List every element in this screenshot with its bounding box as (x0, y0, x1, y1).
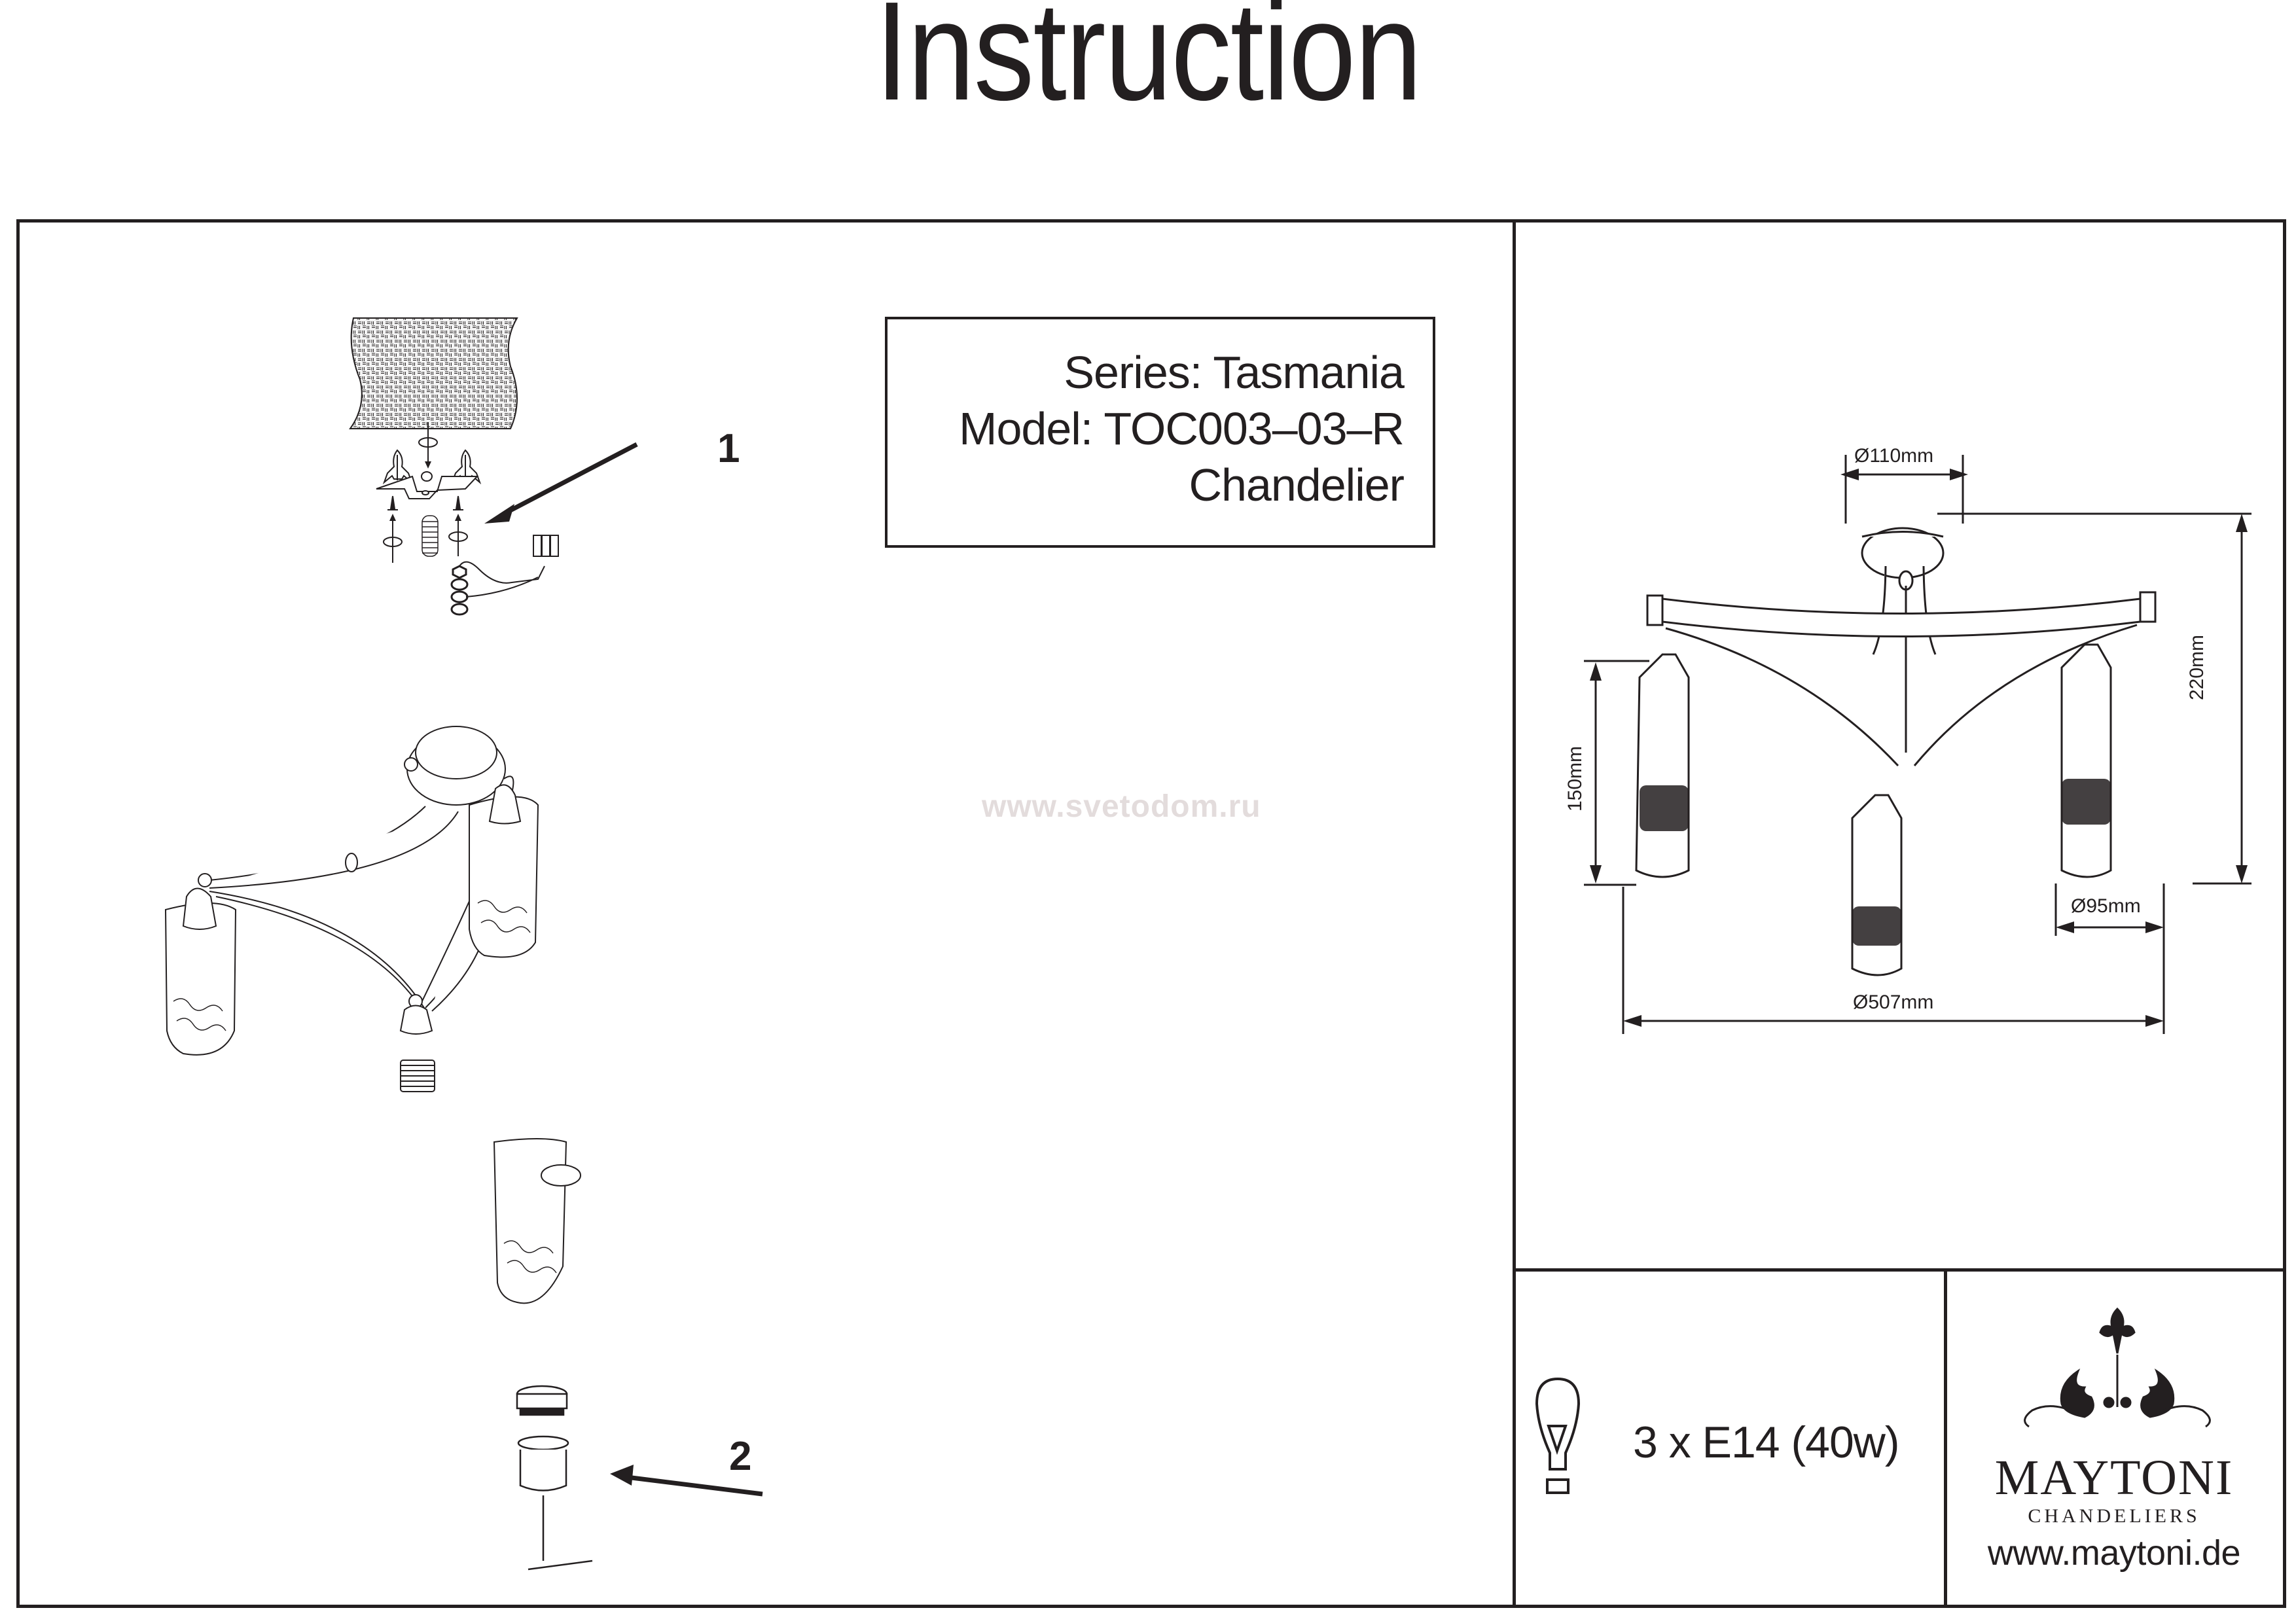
model-label: Model: TOC003–03–R (959, 403, 1405, 454)
shade-ornament-icon (173, 900, 557, 1274)
spec-divider (1944, 1270, 1947, 1607)
horizontal-divider (1514, 1268, 2285, 1272)
total-diameter-label: Ø507mm (1853, 991, 1934, 1013)
light-bulb-icon (1535, 1377, 1581, 1494)
product-type-label: Chandelier (1189, 459, 1405, 510)
outer-frame (16, 219, 2286, 1608)
step-number-2: 2 (729, 1434, 752, 1479)
brand-url[interactable]: www.maytoni.de (1987, 1533, 2241, 1573)
series-label: Series: Tasmania (1064, 347, 1405, 398)
step-number-1: 1 (717, 426, 740, 471)
shade-ornament-icon (1640, 779, 2111, 946)
rotate-arrow-icon (383, 518, 468, 563)
brand-name: MAYTONI (1994, 1450, 2234, 1505)
ceiling-icon (349, 317, 518, 429)
product-info-box: Series: Tasmania Model: TOC003–03–R Chan… (885, 317, 1435, 548)
total-height-label: 220mm (2186, 634, 2208, 700)
screw-icon (387, 495, 463, 510)
bulb-spec: 3 x E14 (40w) (1633, 1418, 1900, 1467)
step-1-arrow (484, 442, 638, 524)
rotate-arrow-icon (418, 422, 438, 461)
wire-terminal-icon (459, 535, 559, 597)
shade-left-icon (1635, 653, 1690, 878)
maytoni-ornament-icon (2024, 1307, 2211, 1428)
page-title: Instruction (874, 0, 1422, 130)
canopy-diameter-label: Ø110mm (1854, 445, 1934, 467)
wall-plug-icon (382, 449, 414, 485)
threaded-rod-icon (422, 515, 439, 557)
watermark: www.svetodom.ru (982, 789, 1261, 824)
shade-diameter-label: Ø95mm (2071, 895, 2141, 917)
arrow-down-icon (425, 461, 431, 469)
shade-center-icon (1851, 794, 1903, 976)
shade-right-icon (2060, 643, 2112, 878)
step-2-arrow (610, 1465, 763, 1497)
vertical-divider (1513, 221, 1516, 1607)
shade-height-label: 150mm (1564, 745, 1586, 812)
brand-subtitle: CHANDELIERS (2028, 1505, 2200, 1527)
mounting-bracket-icon (376, 471, 479, 499)
